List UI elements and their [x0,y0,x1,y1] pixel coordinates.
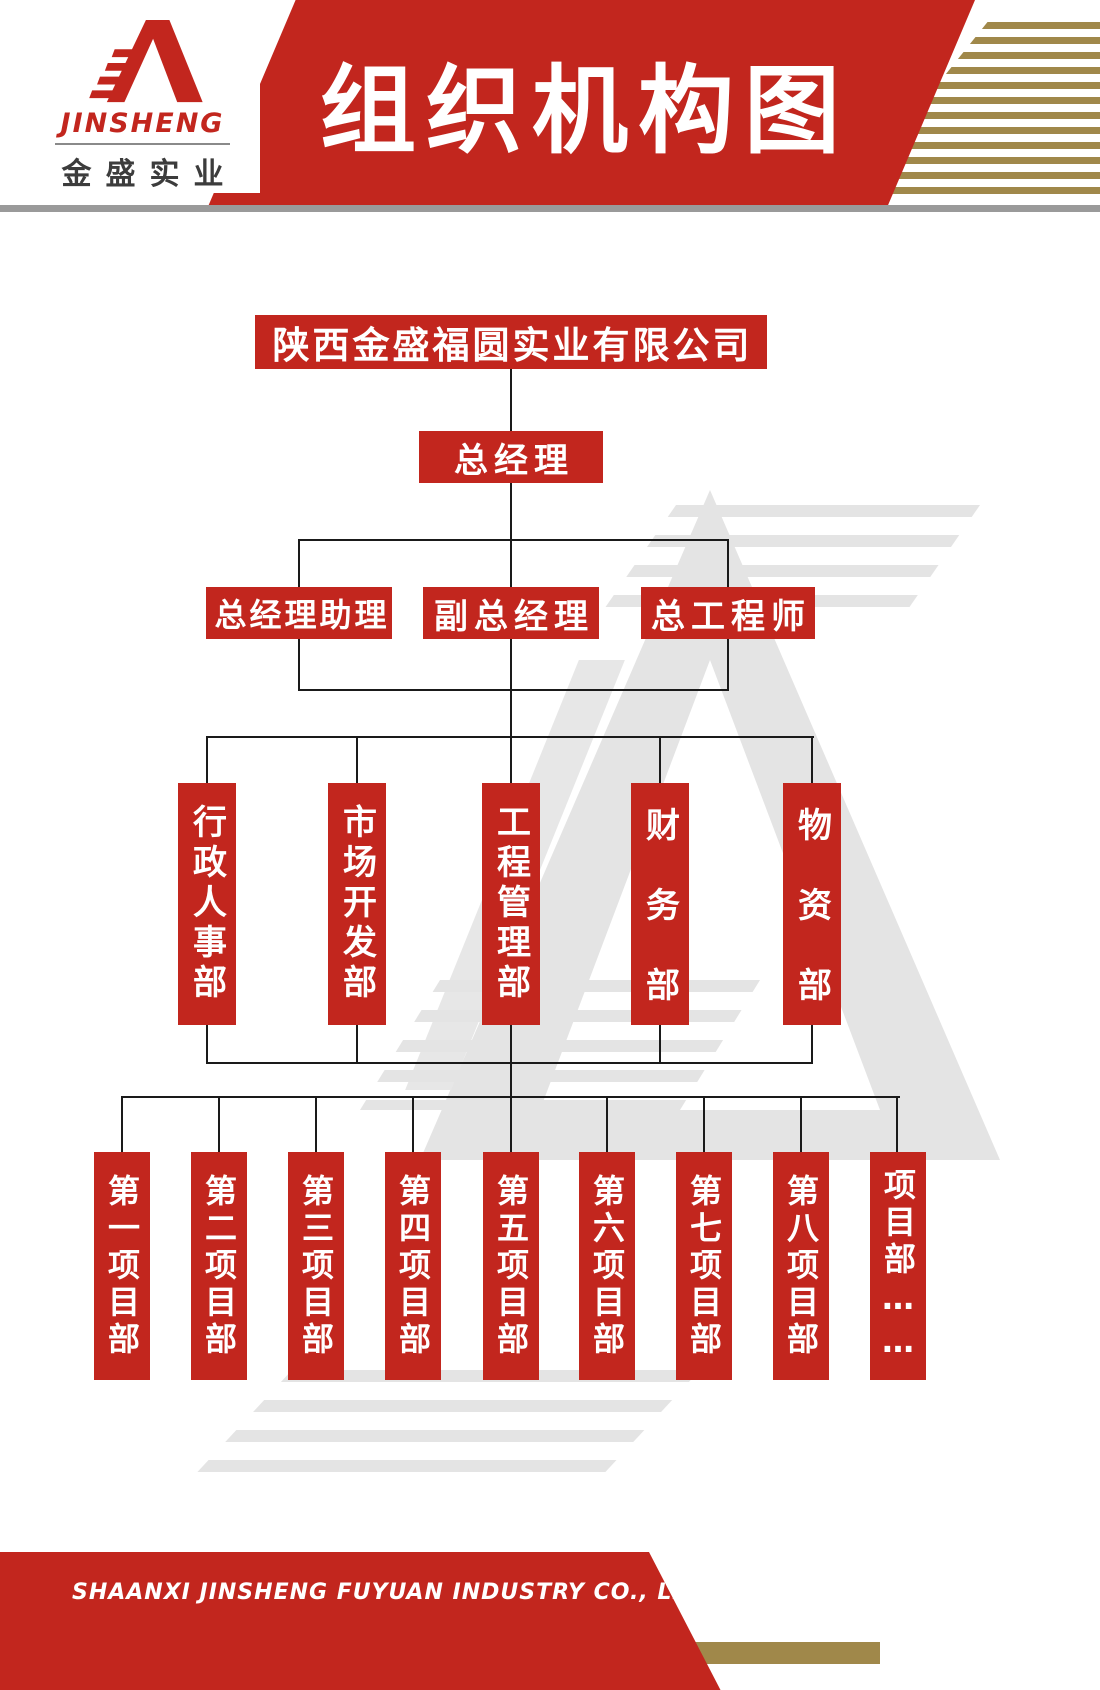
org-node-chief-engineer: 总工程师 [641,587,815,639]
connector-line [356,737,358,783]
org-node-gm-assistant: 总经理助理 [206,587,392,639]
org-node-project-6: 第六项目部 [579,1152,635,1380]
org-node-project-more: 项目部…… [870,1152,926,1380]
connector-line [800,1097,802,1152]
logo-subtitle-text: 金盛实业 [61,157,238,192]
project-label: 项目部…… [879,1167,917,1365]
connector-line [315,1097,317,1152]
dept-label: 财务部 [639,807,680,1047]
org-node-deputy-gm: 副总经理 [423,587,599,639]
org-node-project-5: 第五项目部 [483,1152,539,1380]
connector-line [510,1025,512,1064]
connector-line [510,639,512,738]
connector-line [659,1025,661,1064]
org-node-dept-market-dev: 市场开发部 [328,783,386,1025]
logo-a-icon [88,19,203,103]
org-node-company: 陕西金盛福圆实业有限公司 [255,315,767,369]
connector-line [606,1097,608,1152]
project-label: 第六项目部 [588,1173,626,1359]
connector-line [356,1025,358,1064]
page-title: 组织机构图 [320,55,850,167]
connector-line [510,1063,512,1098]
org-node-dept-materials: 物资部 [783,783,841,1047]
footer-company-name: SHAANXI JINSHENG FUYUAN INDUSTRY CO., LT… [72,1580,714,1605]
connector-line [206,1025,208,1064]
footer-banner: SHAANXI JINSHENG FUYUAN INDUSTRY CO., LT… [0,1552,721,1690]
dept-label: 物资部 [791,807,832,1047]
logo-divider [55,143,230,145]
org-node-project-3: 第三项目部 [288,1152,344,1380]
org-node-dept-finance: 财务部 [631,783,689,1047]
connector-line [811,737,813,783]
connector-line [206,1062,813,1064]
dept-label: 市场开发部 [336,804,377,1004]
org-node-project-8: 第八项目部 [773,1152,829,1380]
title-banner: 组织机构图 [208,0,975,205]
connector-line [510,1097,512,1152]
project-label: 第七项目部 [685,1173,723,1359]
connector-line [121,1097,123,1152]
connector-line [298,540,300,587]
connector-line [510,369,512,432]
project-label: 第一项目部 [103,1173,141,1359]
logo: JINSHENG 金盛实业 [25,18,260,193]
connector-line [727,639,729,691]
connector-line [727,540,729,587]
connector-line [896,1097,898,1152]
org-node-dept-admin-hr: 行政人事部 [178,783,236,1025]
connector-line [206,737,208,783]
connector-line [218,1097,220,1152]
project-label: 第三项目部 [297,1173,335,1359]
project-label: 第四项目部 [394,1173,432,1359]
logo-brand-text: JINSHENG [60,108,225,140]
project-label: 第五项目部 [492,1173,530,1359]
connector-line [510,540,512,587]
org-node-project-4: 第四项目部 [385,1152,441,1380]
connector-line [510,483,512,540]
header-divider-rule [0,205,1100,212]
connector-line [659,737,661,783]
connector-line [298,539,729,541]
project-label: 第八项目部 [782,1173,820,1359]
header: 组织机构图 JINSHENG 金盛实业 [0,0,1100,205]
connector-line [811,1025,813,1064]
connector-line [703,1097,705,1152]
org-node-project-7: 第七项目部 [676,1152,732,1380]
org-node-general-manager: 总经理 [419,431,603,483]
connector-line [412,1097,414,1152]
org-node-project-2: 第二项目部 [191,1152,247,1380]
dept-label: 行政人事部 [186,804,227,1004]
connector-line [298,639,300,691]
connector-line [298,689,729,691]
org-node-project-1: 第一项目部 [94,1152,150,1380]
connector-line [510,737,512,783]
org-node-dept-engineering-mgmt: 工程管理部 [482,783,540,1025]
project-label: 第二项目部 [200,1173,238,1359]
watermark-stripes-bottom [190,1370,700,1480]
dept-label: 工程管理部 [490,804,531,1004]
